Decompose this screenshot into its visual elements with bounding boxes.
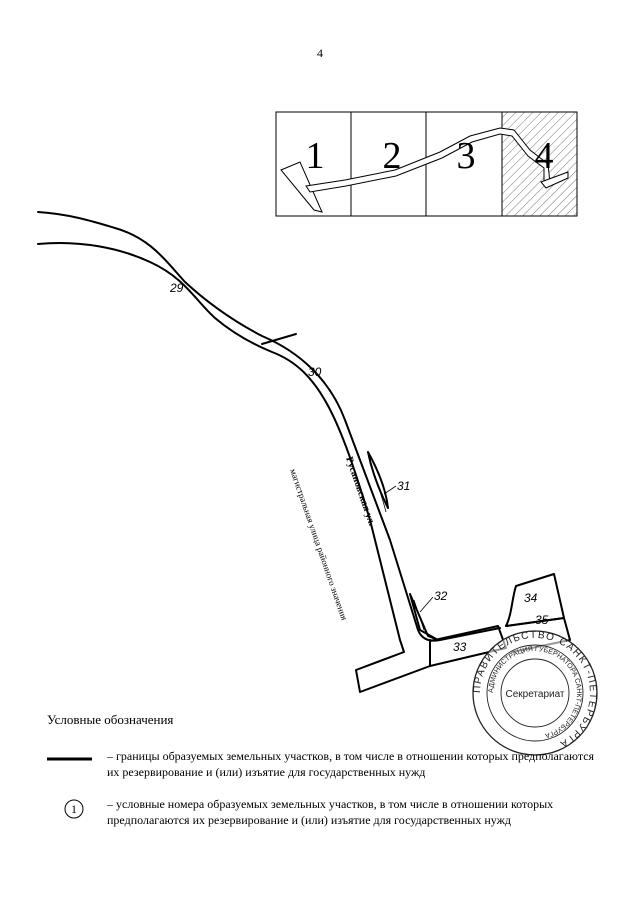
overview-sheet-2-label: 2 — [383, 135, 402, 177]
plot-label-30: 30 — [308, 365, 322, 379]
plot-label-33: 33 — [453, 640, 467, 654]
numbered-circle-symbol: 1 — [64, 799, 84, 819]
overview-road-start — [280, 161, 323, 213]
legend-item-text: – границы образуемых земельных участков,… — [107, 749, 595, 779]
overview-sheet-1-label: 1 — [306, 135, 325, 177]
legend-item-text: – условные номера образуемых земельных у… — [107, 797, 554, 827]
thick-line-symbol — [47, 757, 92, 761]
road-category-caption: магистральная улица районного значения — [288, 467, 349, 621]
plot-label-34: 34 — [524, 591, 538, 605]
page-number: 4 — [317, 46, 323, 60]
legend-title: Условные обозначения — [47, 712, 174, 727]
plot-label-35: 35 — [535, 613, 549, 627]
overview-sheet-4-label: 4 — [535, 135, 554, 177]
plot-label-32: 32 — [434, 589, 448, 603]
overview-key-map: 1 2 3 4 — [275, 111, 578, 217]
plot-label-29: 29 — [169, 281, 184, 295]
overview-sheet-3-label: 3 — [457, 135, 476, 177]
seal-center-text: Секретариат — [505, 689, 564, 700]
legend-circle-number: 1 — [71, 802, 77, 816]
plot-label-31: 31 — [397, 479, 410, 493]
plot-boundaries — [37, 211, 571, 693]
official-seal: ПРАВИТЕЛЬСТВО САНКТ-ПЕТЕРБУРГА АДМИНИСТР… — [472, 630, 598, 756]
